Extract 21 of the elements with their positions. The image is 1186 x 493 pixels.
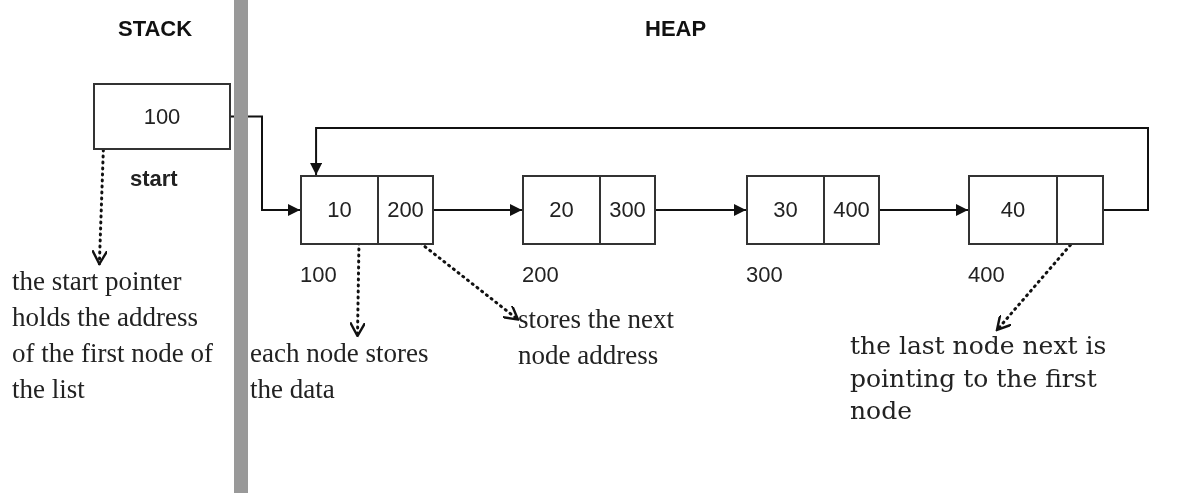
pointer-arrow bbox=[310, 127, 1149, 211]
list-node bbox=[968, 175, 1104, 245]
section-heading: HEAP bbox=[645, 16, 707, 42]
annotation-text: stores the next node address bbox=[518, 302, 728, 382]
list-node bbox=[746, 175, 880, 245]
list-node bbox=[300, 175, 434, 245]
pointer-name: start bbox=[130, 166, 178, 192]
annotation-text: the last node next is pointing to the first node bbox=[850, 330, 1150, 430]
annotation-text: each node stores the data bbox=[250, 336, 465, 416]
address-label: 400 bbox=[968, 262, 1005, 288]
divider-bar bbox=[234, 0, 248, 493]
list-node bbox=[522, 175, 656, 245]
address-label: 100 bbox=[300, 262, 337, 288]
address-label: 300 bbox=[746, 262, 783, 288]
address-label: 200 bbox=[522, 262, 559, 288]
pointer-box: 100 bbox=[93, 83, 231, 150]
pointer-arrow bbox=[230, 115, 301, 216]
section-heading: STACK bbox=[118, 16, 193, 42]
annotation-text: the start pointer holds the address of the first node of the list bbox=[12, 264, 220, 424]
leader-arrow bbox=[91, 148, 109, 266]
leader-arrow bbox=[995, 243, 1072, 332]
